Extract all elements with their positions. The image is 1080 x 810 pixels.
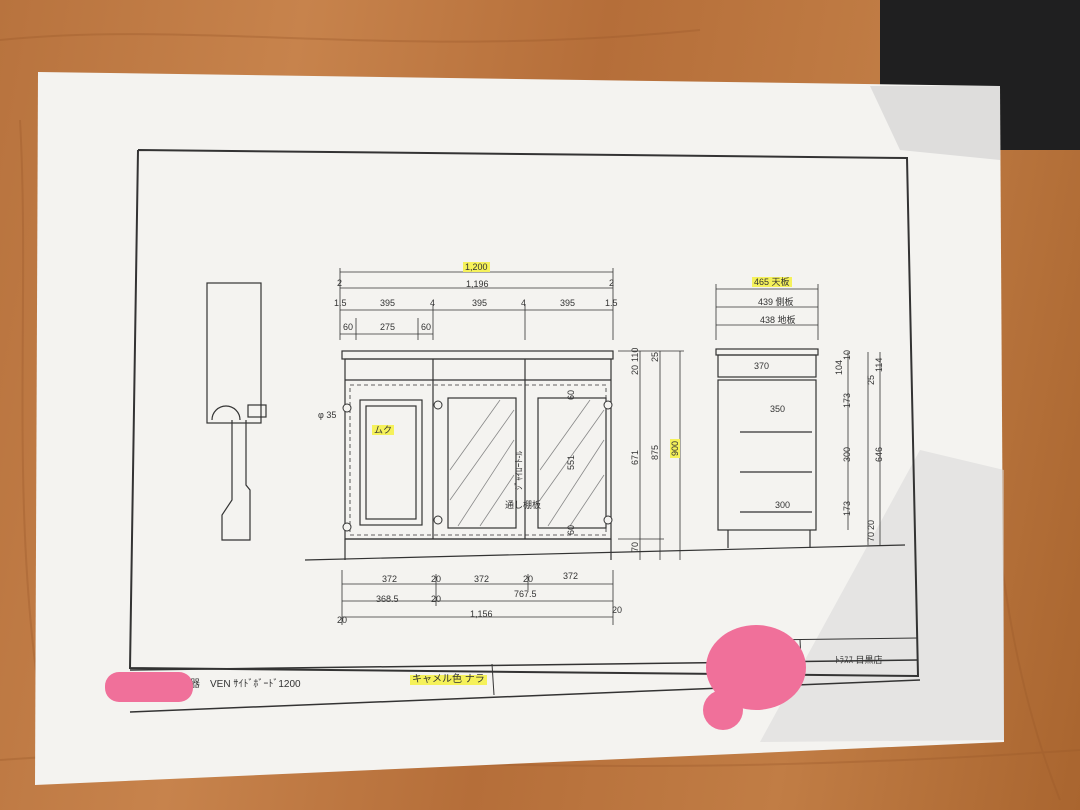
side-right-dim-label: 25 <box>866 374 876 385</box>
redaction-mark-right-tail <box>703 690 743 730</box>
side-right-dim-label: 20 <box>866 519 876 530</box>
redaction-mark-left <box>105 672 193 702</box>
overall-height-label: 900 <box>670 438 680 458</box>
side-right-dim-label: 10 <box>842 349 852 360</box>
side-depth-top-label: 465 天板 <box>752 277 792 287</box>
side-depth-mid-label: 439 側板 <box>758 297 794 307</box>
bottom-dim-label: 767.5 <box>514 589 537 599</box>
right-dim-label: 110 <box>630 347 640 362</box>
glass-label: ｼﾞｬｲﾛｰﾄ-ﾙ <box>514 451 524 490</box>
side-right-dim-label: 173 <box>842 500 852 516</box>
side-right-dim-label: 114 <box>874 357 884 372</box>
bottom-dim-label: 20 <box>337 615 348 625</box>
side-right-dim-label: 104 <box>834 359 844 375</box>
right-dim-label: 20 <box>630 364 640 375</box>
inner-width-label: 1,196 <box>466 279 489 289</box>
segment-label: 4 <box>521 298 527 308</box>
side-inner-top-label: 370 <box>754 361 770 371</box>
bottom-dim-label: 372 <box>563 571 579 581</box>
right-dim-label: 671 <box>630 449 640 465</box>
side-right-dim-label: 173 <box>842 392 852 408</box>
bottom-dim-label: 372 <box>382 574 398 584</box>
side-right-dim-label: 70 <box>866 531 876 542</box>
segment-label: 1.5 <box>334 298 347 308</box>
shelf-label: 通し棚板 <box>505 500 542 510</box>
dim-60-top-label: 60 <box>566 389 576 400</box>
side-depth-bot-label: 438 地板 <box>760 315 796 325</box>
knob-diameter-label: φ 35 <box>318 410 337 420</box>
overall-width-label: 1,200 <box>463 262 490 272</box>
bottom-dim-label: 20 <box>431 594 442 604</box>
right-dim-label: 875 <box>650 444 660 460</box>
dim-60-bot-label: 60 <box>566 524 576 535</box>
product-suffix-label: 器 <box>190 679 200 690</box>
side-bottom-width-label: 300 <box>775 500 791 510</box>
inset-label: 60 <box>421 322 432 332</box>
side-right-dim-label: 300 <box>842 446 852 462</box>
segment-label: 4 <box>430 298 436 308</box>
side-right-dim-label: 646 <box>874 446 884 462</box>
right-dim-label: 70 <box>630 541 640 552</box>
store-label: ﾄﾗｽｽ 目黒店 <box>835 655 883 665</box>
door-material-label: ムク <box>372 425 395 435</box>
bottom-dim-label: 20 <box>431 574 442 584</box>
side-shelf-width-label: 350 <box>770 404 786 414</box>
bottom-dim-label: 20 <box>612 605 623 615</box>
segment-label: 395 <box>560 298 576 308</box>
segment-label: 395 <box>380 298 396 308</box>
bottom-dim-label: 20 <box>523 574 534 584</box>
product-name-label: VEN ｻｲﾄﾞﾎﾞｰﾄﾞ1200 <box>210 679 301 690</box>
edge-left-label: 2 <box>337 278 343 288</box>
edge-right-label: 2 <box>609 278 615 288</box>
bottom-dim-label: 372 <box>474 574 490 584</box>
inset-label: 60 <box>343 322 354 332</box>
bottom-dim-label: 368.5 <box>376 594 399 604</box>
segment-label: 1.5 <box>605 298 618 308</box>
segment-label: 395 <box>472 298 488 308</box>
bottom-dim-label: 1,156 <box>470 609 493 619</box>
right-dim-label: 25 <box>650 351 660 362</box>
inset-label: 275 <box>380 322 396 332</box>
finish-label: キャメル色 ナラ <box>410 674 487 685</box>
glass-height-label: 551 <box>566 454 576 470</box>
